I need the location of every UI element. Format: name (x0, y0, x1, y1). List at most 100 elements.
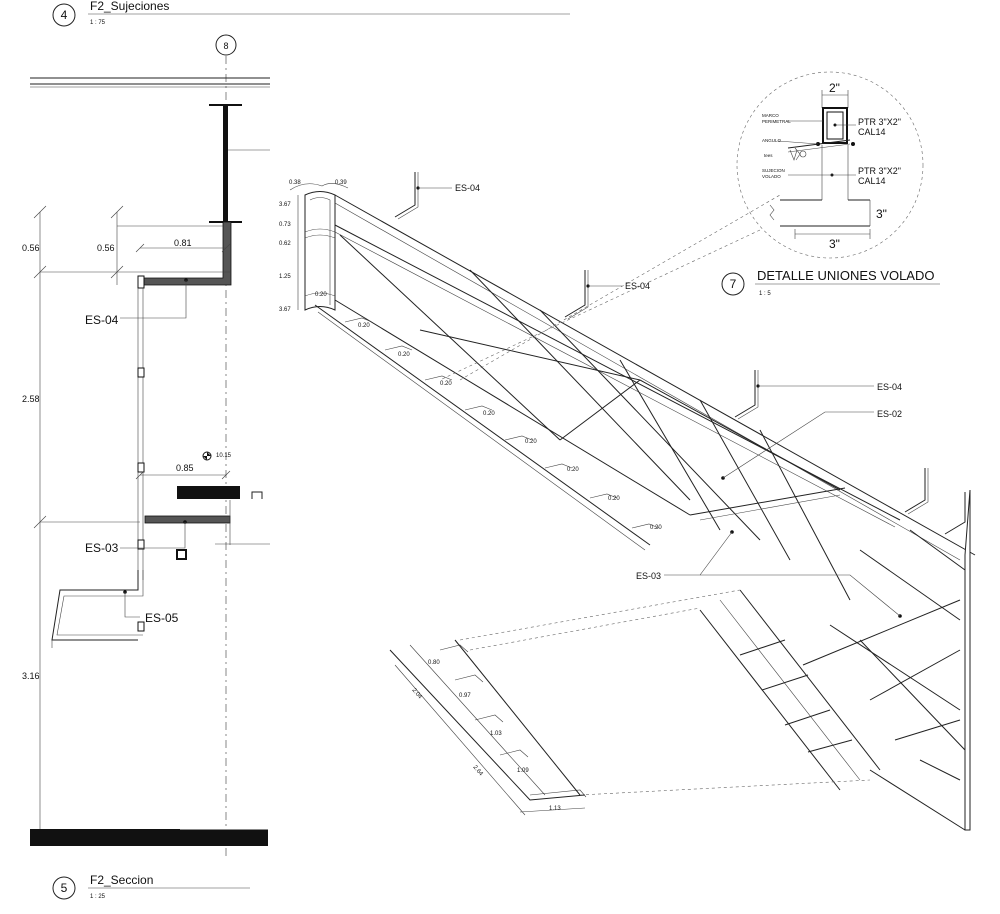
projection-line (469, 607, 701, 651)
label-sujecion: SUJECION (762, 168, 785, 173)
slab-section (177, 486, 240, 499)
label-volado: VOLADO (762, 174, 781, 179)
dim-tick (135, 470, 145, 480)
dim-tick (221, 243, 231, 253)
iso-dim: 0.20 (525, 439, 537, 445)
bolt (799, 150, 807, 158)
iso-dim: 3.67 (279, 202, 291, 208)
iso-dim: 0.20 (398, 352, 410, 358)
tag-es03: ES-03 (85, 541, 119, 555)
grid-marker: 8 (223, 41, 228, 51)
iso-column-band (304, 292, 336, 297)
level-marker-fill (203, 452, 211, 460)
iso-dim: 0.20 (608, 496, 620, 502)
tag-es04: ES-04 (85, 313, 119, 327)
iso-dim-arc (289, 183, 349, 191)
spec-cal-1: CAL14 (858, 127, 886, 137)
hook-es04 (397, 172, 419, 220)
detail-top-dim: 2" (829, 81, 840, 95)
hook-es04 (737, 370, 759, 420)
plate (787, 143, 851, 153)
hook-es04 (567, 270, 589, 320)
dim-056a: 0.56 (22, 243, 40, 253)
iso-dim: 3.67 (279, 307, 291, 313)
inner-stringer (334, 299, 691, 516)
anchor (176, 549, 187, 560)
lattice (339, 234, 851, 601)
leader (700, 574, 901, 617)
clip (137, 462, 145, 473)
iso-column-band (304, 228, 336, 233)
tag-iso-es04b: ES-04 (625, 281, 650, 291)
lower-landing (389, 639, 587, 816)
detail-circle (736, 71, 924, 259)
view-scale: 1 : 5 (759, 291, 771, 297)
projection-line (459, 589, 741, 641)
iso-dim: 0.62 (279, 241, 291, 247)
label-tees: tees (764, 153, 773, 158)
view-4-title: 4 F2_Sujeciones 1 : 75 (52, 0, 570, 27)
tag-iso-es04c: ES-04 (877, 382, 902, 392)
tag-iso-es04a: ES-04 (455, 183, 480, 193)
stringer (334, 194, 976, 556)
spec-cal-2: CAL14 (858, 176, 886, 186)
iso-dim: 0.97 (459, 693, 471, 699)
stringer (334, 202, 961, 561)
break-line (769, 204, 775, 221)
iso-dim: 0.39 (335, 180, 347, 186)
iso-dim: 0.20 (315, 292, 327, 298)
iso-dim: 2.64 (471, 764, 484, 777)
iso-dim: 0.38 (289, 180, 301, 186)
leader (120, 280, 187, 319)
detail-callout (439, 229, 761, 381)
dim-081: 0.81 (174, 238, 192, 248)
iso-dim: 0.20 (440, 381, 452, 387)
view-number-bubble (52, 3, 76, 27)
leader (722, 411, 874, 479)
iso-dim: 0.80 (428, 660, 440, 666)
label-marco: MARCO (762, 113, 779, 118)
stringer (334, 231, 896, 528)
iso-dim: 0.20 (483, 411, 495, 417)
clip (137, 621, 145, 632)
iso-dim: 1.13 (549, 806, 561, 812)
iso-dim: 1.25 (279, 274, 291, 280)
iso-dim: 2.04 (410, 687, 423, 700)
treads (344, 317, 660, 529)
bottom-slab (30, 829, 268, 846)
label-angulo: ANGULO (762, 138, 782, 143)
dim-tick (221, 470, 231, 480)
bottom-stringer (314, 304, 651, 546)
view-scale: 1 : 75 (90, 20, 106, 26)
detail-bottom-dim: 3" (829, 237, 840, 251)
dim-1015: 10.15 (216, 453, 232, 459)
spec-ptr-1: PTR 3"X2" (858, 117, 901, 127)
hook-es04 (394, 172, 416, 218)
view-5-title: 5 F2_Seccion 1 : 25 (52, 873, 250, 900)
dim-tick (110, 205, 124, 219)
bracket-es04 (141, 221, 232, 286)
iso-dim: 0.20 (650, 525, 662, 531)
iso-column-inner (309, 197, 331, 305)
view-scale: 1 : 25 (90, 894, 106, 900)
iso-dim: 0.20 (567, 467, 579, 473)
spec-ptr-2: PTR 3"X2" (858, 166, 901, 176)
view-number-bubble (721, 272, 745, 296)
hook (907, 468, 929, 515)
clip (137, 539, 145, 550)
iso-column (304, 191, 336, 311)
leader (664, 531, 733, 576)
detail-7: 2" 3" 3" MARCO PERIMETRAL ANG (439, 71, 940, 381)
hook (944, 492, 966, 535)
dim-056b: 0.56 (97, 243, 115, 253)
leader (120, 522, 186, 549)
platform-es05-inner (56, 570, 144, 636)
dim-tick (135, 243, 145, 253)
bracket-es03 (144, 515, 231, 524)
dim-085: 0.85 (176, 463, 194, 473)
lower-flight (699, 529, 966, 791)
grid-bubble (215, 34, 237, 56)
wall-panel (964, 489, 971, 831)
projection-line (579, 779, 871, 796)
dim-258: 2.58 (22, 394, 40, 404)
